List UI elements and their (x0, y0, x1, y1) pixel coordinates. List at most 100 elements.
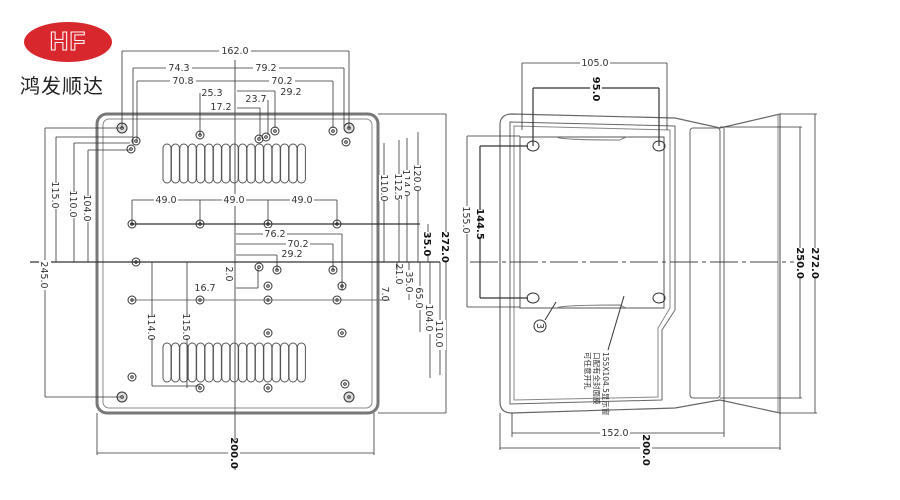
dim-label: 245.0 (38, 261, 49, 288)
window-lip-top (556, 136, 629, 141)
callout-bubble (533, 319, 547, 333)
dim-label: 79.2 (255, 63, 276, 74)
vent-slot (246, 143, 256, 184)
dim-label: 35.0 (403, 271, 414, 292)
hole (261, 132, 271, 142)
vent-slot (288, 342, 298, 383)
hole-center (134, 260, 138, 264)
hole (263, 383, 273, 393)
vent-slot (280, 342, 290, 383)
dim-label: 2.0 (223, 266, 234, 281)
dim-label: 112.5 (392, 173, 403, 200)
dim-label: 144.5 (474, 208, 485, 240)
display-mount-hole (652, 292, 666, 304)
dim-label: 7.0 (379, 286, 390, 301)
dim-label: 104.0 (81, 194, 92, 221)
note-leader (607, 295, 625, 351)
dim-label: 155.0 (460, 206, 471, 233)
vent-slot (221, 342, 231, 383)
vent-slot (187, 342, 197, 383)
vent-slot (246, 342, 256, 383)
dim-label: 17.2 (210, 102, 231, 113)
hole (254, 262, 264, 272)
side-inner-frame (509, 121, 676, 405)
dim-label: 29.2 (281, 249, 302, 260)
vent-slot (296, 342, 306, 383)
dim-label: 76.2 (264, 229, 285, 240)
dim-label: 70.2 (287, 239, 308, 250)
side-mounting-holes (526, 140, 666, 304)
dim-label: 115.0 (49, 181, 60, 208)
hole-center (340, 331, 344, 335)
hole (270, 126, 280, 136)
dim-label: 25.3 (201, 88, 222, 99)
dim-label: 200.0 (640, 434, 651, 466)
dim-label: 74.3 (168, 63, 189, 74)
front-enclosure-outline (95, 112, 380, 415)
window-lip-bottom (556, 304, 629, 309)
front-view (30, 50, 447, 470)
vent-slot (162, 342, 172, 383)
vent-slot (204, 143, 214, 184)
vent-slot (170, 342, 180, 383)
hole-center (257, 265, 261, 269)
hole (131, 136, 141, 146)
hole-center (266, 284, 270, 288)
hole (195, 383, 205, 393)
vent-slot (204, 342, 214, 383)
dim-label: 110.0 (67, 190, 78, 217)
hole-center (331, 129, 335, 133)
hole (263, 328, 273, 338)
dim-label: 272.0 (809, 247, 820, 279)
hole (343, 391, 355, 403)
hole (254, 134, 264, 144)
dim-label: 16.7 (194, 283, 215, 294)
dim-label: 35.0 (421, 232, 432, 257)
front-view-labels: 162.0 74.3 79.2 70.8 70.2 25.3 29.2 23.7… (38, 44, 452, 469)
hole-center (130, 375, 134, 379)
right-dimension-lines (378, 113, 447, 414)
hole-center (257, 137, 261, 141)
display-window (519, 136, 665, 309)
front-enclosure-inner (102, 118, 373, 409)
callout-number: 3 (534, 323, 545, 329)
dim-label: 70.2 (271, 76, 292, 87)
hole (131, 257, 141, 267)
logo-text: HF (49, 26, 87, 57)
vent-slots-top (162, 143, 306, 184)
hole-center (120, 395, 124, 399)
dim-label: 272.0 (439, 231, 450, 263)
vent-slot (263, 342, 273, 383)
note-text-line1: 155X104.5显示窗 (601, 352, 611, 415)
vent-slot (238, 143, 248, 184)
hole-center (273, 129, 277, 133)
note-text-line2: 口配有全封面膜 (592, 352, 602, 405)
side-view (466, 62, 817, 450)
dim-label: 21.0 (393, 263, 404, 284)
dim-label: 152.0 (601, 428, 628, 439)
dim-label: 49.0 (291, 195, 312, 206)
dim-label: 70.8 (172, 76, 193, 87)
vent-slot (288, 143, 298, 184)
vent-slot (271, 143, 281, 184)
dim-label: 200.0 (228, 437, 239, 469)
vent-slot (212, 143, 222, 184)
vent-slot (254, 143, 264, 184)
dim-label: 49.0 (155, 195, 176, 206)
vent-slot (263, 143, 273, 184)
hole-center (266, 331, 270, 335)
brand-name: 鸿发顺达 (20, 74, 104, 98)
vent-slot (229, 143, 239, 184)
dim-label: 120.0 (411, 164, 422, 191)
vent-slot (229, 342, 239, 383)
vent-slot (162, 143, 172, 184)
vent-slot (254, 342, 264, 383)
callout-leader (544, 301, 557, 321)
side-inner-frame-2 (513, 125, 671, 401)
hole (337, 328, 347, 338)
side-panel (689, 127, 721, 399)
vent-slot (196, 143, 206, 184)
vent-slot (196, 342, 206, 383)
hole (340, 379, 350, 389)
